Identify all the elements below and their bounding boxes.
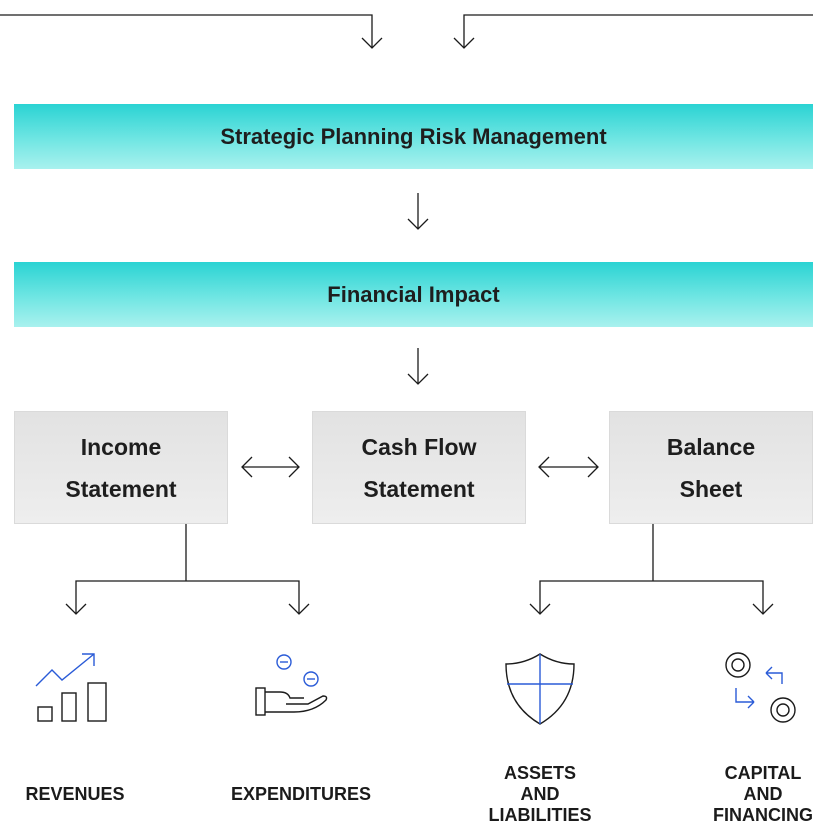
balance-branch	[539, 524, 764, 614]
arrow-impact-to-statements-head	[407, 373, 429, 385]
balance-sheet-box: Balance Sheet	[609, 411, 813, 524]
income-branch	[75, 524, 300, 614]
top-right-arrowhead	[453, 37, 475, 49]
expenditures-label: EXPENDITURES	[230, 784, 372, 804]
balance-sheet-line-1: Balance	[666, 433, 756, 460]
capital-arrowhead	[752, 603, 774, 615]
financial-impact-label: Financial Impact	[327, 281, 500, 307]
cash-flow-statement-box: Cash Flow Statement	[312, 411, 526, 524]
hand-coins-icon	[255, 654, 328, 716]
assets-liabilities-label: ASSETS AND LIABILITIES	[488, 763, 592, 825]
double-arrow-income-cash	[241, 456, 300, 478]
strategic-planning-label: Strategic Planning Risk Management	[220, 123, 607, 149]
cash-flow-line-1: Cash Flow	[361, 433, 477, 460]
financial-impact-band: Financial Impact	[14, 262, 813, 327]
income-statement-line-2: Statement	[65, 475, 177, 502]
capital-financing-label: CAPITAL AND FINANCING	[713, 763, 813, 825]
coin-exchange-icon	[725, 652, 796, 723]
top-left-arrowhead	[361, 37, 383, 49]
growth-chart-icon	[35, 653, 107, 722]
expenditures-arrowhead	[288, 603, 310, 615]
shield-icon	[505, 653, 575, 725]
strategic-planning-band: Strategic Planning Risk Management	[14, 104, 813, 169]
arrow-strategic-to-impact-head	[407, 218, 429, 230]
revenues-arrowhead	[65, 603, 87, 615]
income-statement-line-1: Income	[80, 433, 162, 460]
assets-arrowhead	[529, 603, 551, 615]
top-right-connector	[463, 14, 813, 48]
cash-flow-line-2: Statement	[363, 475, 475, 502]
top-left-connector	[0, 14, 373, 48]
double-arrow-cash-balance	[538, 456, 599, 478]
income-statement-box: Income Statement	[14, 411, 228, 524]
balance-sheet-line-2: Sheet	[679, 475, 743, 502]
revenues-label: REVENUES	[25, 784, 125, 804]
